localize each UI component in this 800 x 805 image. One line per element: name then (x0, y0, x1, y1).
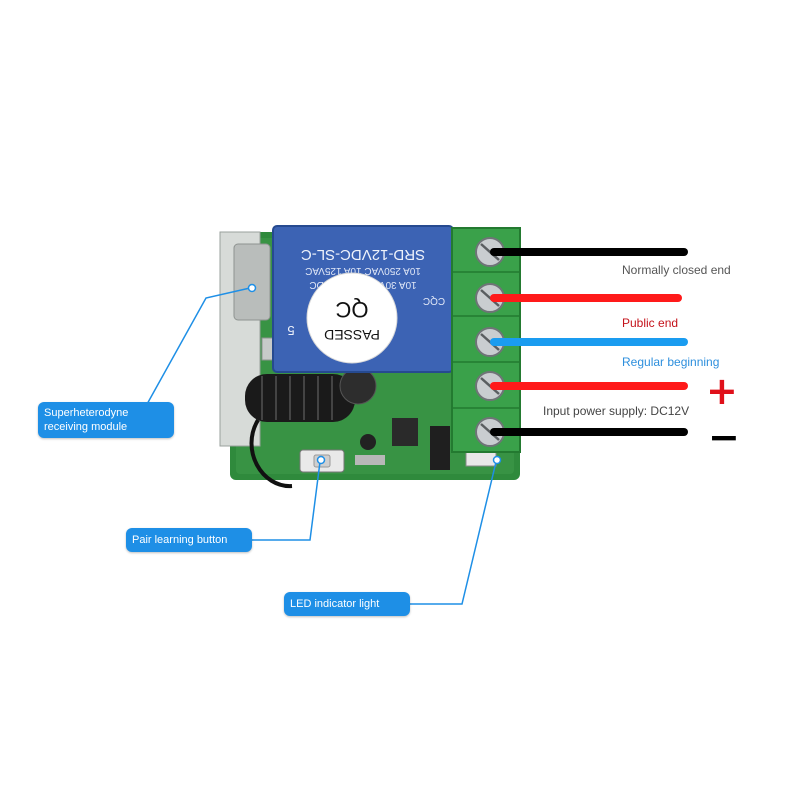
qc-seal-top: QC (335, 297, 368, 322)
label-input-power: Input power supply: DC12V (543, 404, 690, 418)
label-public-end: Public end (622, 316, 679, 330)
callout-receiver-line1: Superheterodyne (44, 407, 129, 419)
relay-pins: 5 (287, 323, 294, 338)
plus-sign: + (706, 369, 738, 413)
wires (490, 248, 688, 436)
relay-model: SRD-12VDC-SL-C (301, 246, 425, 263)
relay: SRD-12VDC-SL-C 10A 250VAC 10A 125VAC 10A… (272, 225, 454, 373)
qc-seal-bottom: PASSED (324, 327, 380, 343)
receiver-leader (145, 287, 251, 407)
antenna-coil (245, 367, 377, 489)
minus-sign: − (708, 415, 740, 459)
callout-receiver-module: Superheterodyne receiving module (38, 402, 174, 438)
label-normally-closed: Normally closed end (622, 263, 731, 277)
relay-brand-mark: CQC (423, 295, 445, 306)
led-leader (402, 461, 497, 605)
callout-pair-button: Pair learning button (126, 528, 252, 552)
qc-seal: QC PASSED (306, 272, 398, 364)
callout-led: LED indicator light (284, 592, 410, 616)
label-regular-beginning: Regular beginning (622, 355, 720, 369)
pair-button-part (299, 449, 345, 473)
pcb-components (355, 418, 497, 470)
callout-receiver-line2: receiving module (44, 421, 128, 433)
pair-button-leader (246, 461, 321, 541)
callout-leaders (145, 283, 502, 605)
relay-rating-1: 10A 250VAC 10A 125VAC (305, 265, 421, 276)
